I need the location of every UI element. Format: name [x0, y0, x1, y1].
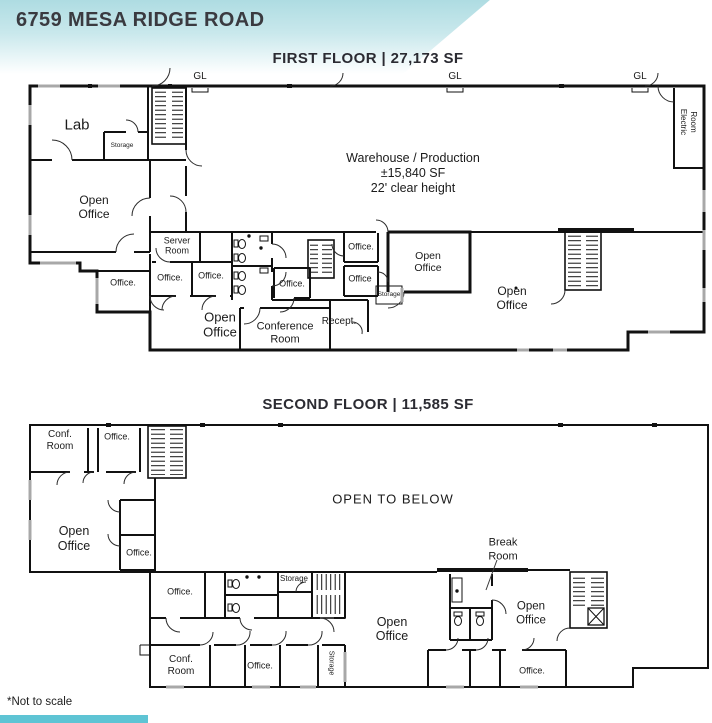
second-floor-title: SECOND FLOOR | 11,585 SF	[262, 396, 474, 413]
page-title: 6759 MESA RIDGE ROAD	[16, 9, 265, 31]
first-floor-stairs	[151, 87, 602, 291]
not-to-scale-note: *Not to scale	[7, 696, 73, 708]
second-floor-windows	[28, 480, 538, 689]
first-floor-title: FIRST FLOOR | 27,173 SF	[272, 50, 464, 67]
first-floor-piers	[88, 84, 564, 88]
first-floor-windows	[28, 84, 706, 352]
second-floor-fixtures	[227, 559, 498, 626]
header-banner	[0, 0, 490, 74]
second-floor-doors	[56, 471, 571, 651]
first-floor-walls	[28, 84, 706, 352]
footer-accent-bar	[0, 715, 148, 723]
second-floor-stairs	[147, 425, 608, 629]
first-floor-doors	[51, 67, 675, 325]
second-floor-walls	[28, 423, 710, 689]
first-floor-fixtures	[233, 234, 518, 335]
second-floor-piers	[106, 423, 657, 427]
